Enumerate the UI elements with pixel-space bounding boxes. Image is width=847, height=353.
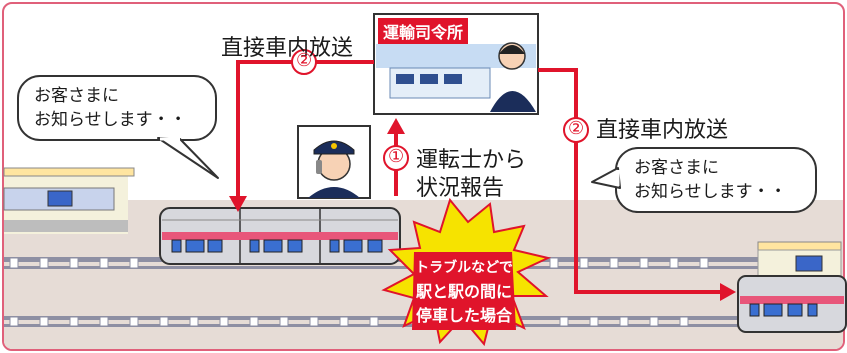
incident-line2: 駅と駅の間に xyxy=(415,282,512,301)
left-train xyxy=(159,207,401,265)
incident-text: トラブルなどで 駅と駅の間に 停車した場合 xyxy=(410,256,518,328)
right-bubble-line2: お知らせします・・ xyxy=(634,182,787,202)
right-bubble-line1: お客さまに xyxy=(634,158,719,178)
left-step-number: ② xyxy=(296,50,313,71)
left-bubble-line1: お客さまに xyxy=(34,86,119,106)
driver-report-line1: 運転士から xyxy=(416,148,527,173)
driver-step-number: ① xyxy=(388,146,405,167)
driver-portrait-illustration xyxy=(297,125,371,199)
left-speech-bubble-shape xyxy=(17,75,219,179)
incident-burst-inner xyxy=(412,252,516,330)
driver-report-line2: 状況報告 xyxy=(416,176,505,201)
right-station-platform xyxy=(757,241,842,279)
right-broadcast-label: 直接車内放送 xyxy=(596,118,729,143)
right-step-number: ② xyxy=(568,118,585,139)
right-speech-bubble-shape xyxy=(591,147,817,213)
right-train xyxy=(737,275,847,333)
control-center-label: 運輸司令所 xyxy=(378,18,469,44)
left-bubble-line2: お知らせします・・ xyxy=(34,110,187,130)
incident-line1: トラブルなどで xyxy=(415,260,513,276)
step-circles xyxy=(291,49,589,171)
left-broadcast-label: 直接車内放送 xyxy=(221,36,354,61)
arrow-heads xyxy=(229,118,736,301)
left-station-platform xyxy=(3,167,135,234)
incident-line3: 停車した場合 xyxy=(415,306,512,325)
